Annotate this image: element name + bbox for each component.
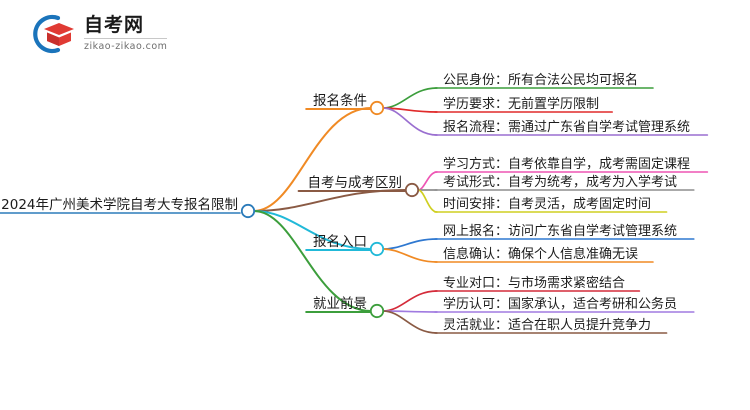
mindmap-link	[253, 210, 372, 250]
leaf-label-1-1: 公民身份：所有合法公民均可报名	[443, 72, 638, 88]
mindmap-links	[0, 87, 709, 334]
mindmap-link	[382, 87, 438, 109]
mindmap-link	[382, 238, 438, 250]
leaf-label-3-2: 信息确认：确保个人信息准确无误	[443, 246, 638, 262]
branch-node-label-1: 报名条件	[313, 92, 367, 109]
zikao-logo-icon	[28, 11, 80, 57]
leaf-label-1-3: 报名流程：需通过广东省自学考试管理系统	[443, 119, 690, 135]
branch-node-3[interactable]	[369, 241, 385, 257]
logo-subtitle: zikao-zikao.com	[84, 41, 168, 53]
root-node-label: 2024年广州美术学院自考大专报名限制	[1, 197, 238, 213]
branch-node-2[interactable]	[404, 182, 420, 198]
site-logo: 自考网 zikao-zikao.com	[28, 8, 228, 60]
mindmap-link	[417, 189, 438, 213]
leaf-label-1-2: 学历要求：无前置学历限制	[443, 96, 599, 112]
root-node[interactable]	[240, 203, 256, 219]
branch-node-label-3: 报名入口	[313, 234, 367, 250]
leaf-label-4-1: 专业对口：与市场需求紧密结合	[443, 275, 625, 291]
logo-title: 自考网	[84, 16, 168, 40]
leaf-label-4-3: 灵活就业：适合在职人员提升竞争力	[443, 317, 651, 333]
leaf-label-4-2: 学历认可：国家承认，适合考研和公务员	[443, 296, 677, 312]
leaf-label-2-1: 学习方式：自考依靠自学，成考需固定课程	[443, 156, 690, 172]
mindmap-link	[253, 107, 372, 212]
leaf-label-2-2: 考试形式：自考为统考，成考为入学考试	[443, 174, 677, 190]
mindmap-link	[382, 107, 438, 136]
mindmap-link	[253, 210, 372, 312]
mindmap-link	[382, 248, 438, 263]
mindmap-link	[417, 171, 438, 191]
branch-node-label-2: 自考与成考区别	[308, 175, 403, 191]
mindmap-link	[382, 290, 438, 312]
leaf-label-2-3: 时间安排：自考灵活，成考固定时间	[443, 197, 651, 212]
branch-node-4[interactable]	[369, 303, 385, 319]
mindmap-link	[382, 310, 438, 334]
mindmap-nodes: 2024年广州美术学院自考大专报名限制报名条件公民身份：所有合法公民均可报名学历…	[1, 72, 690, 333]
branch-node-1[interactable]	[369, 100, 385, 116]
leaf-label-3-1: 网上报名：访问广东省自学考试管理系统	[443, 223, 677, 239]
branch-node-label-4: 就业前景	[313, 295, 367, 312]
